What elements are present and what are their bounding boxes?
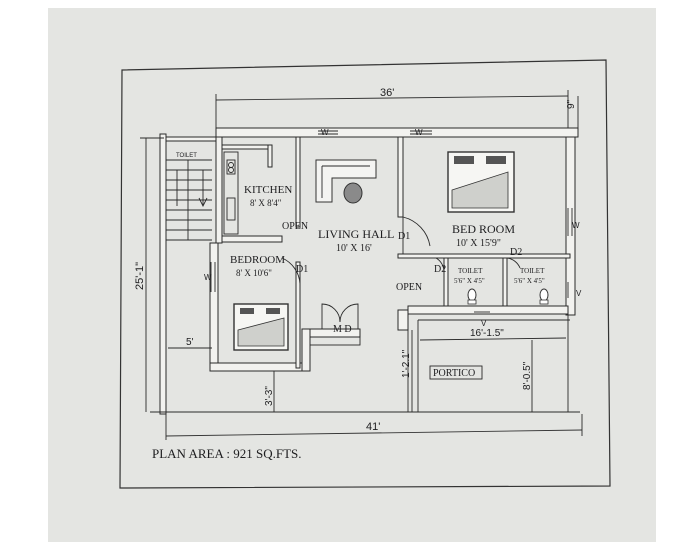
toilet1-size: 5'6" X 4'5" — [454, 277, 485, 285]
open-kitchen-label: OPEN — [282, 221, 308, 232]
sofa-set — [315, 159, 377, 204]
door-d1-bedroom-small: D1 — [296, 264, 308, 275]
door-d1-bedroom-hall: D1 — [398, 231, 410, 242]
dimension-portico-depth: 8'-0.5" — [522, 361, 533, 390]
bed-room-size: 10' X 15'9" — [456, 238, 501, 249]
portico-label: PORTICO — [433, 368, 475, 379]
window-label-top-2: W — [415, 128, 423, 137]
door-d2-b: D2 — [510, 247, 522, 258]
window-label-left: W — [204, 273, 212, 282]
toilet2-size: 5'6" X 4'5" — [514, 277, 545, 285]
living-hall-name: LIVING HALL — [318, 227, 394, 241]
plan-area-label: PLAN AREA : 921 SQ.FTS. — [152, 446, 302, 461]
right-wall — [565, 136, 576, 316]
dimension-left-height: 25'-1" — [134, 262, 146, 290]
bed-room-name: BED ROOM — [452, 222, 515, 236]
bedroom-name: BEDROOM — [230, 254, 285, 266]
plot-boundary — [119, 59, 611, 489]
dimension-top-width: 36' — [380, 87, 394, 99]
door-d2-a: D2 — [434, 264, 446, 275]
dimension-line-bottom — [165, 429, 583, 437]
toilet2-name: TOILET — [520, 267, 545, 275]
portico-step — [309, 336, 361, 346]
dimension-total-width: 41' — [366, 421, 380, 433]
stair-toilet-label: TOILET — [176, 153, 197, 159]
dimension-top-offset: 9" — [566, 99, 577, 109]
dimension-portico-width: 16'-1.5" — [470, 328, 504, 339]
vent-label-bottom: V — [481, 319, 487, 328]
kitchen-size: 8' X 8'4" — [250, 198, 282, 208]
vent-label-right: V — [576, 289, 582, 298]
bed-small — [233, 303, 289, 351]
bed-master — [447, 151, 515, 213]
left-wall-stair — [159, 133, 167, 415]
bedroom-size: 8' X 10'6" — [236, 268, 272, 278]
dimension-line-top — [215, 95, 569, 101]
dimension-setback-left: 5' — [186, 337, 194, 348]
living-hall-size: 10' X 16' — [336, 243, 372, 254]
window-label-top-1: W — [321, 128, 329, 137]
window-label-right: W — [572, 221, 580, 230]
toilet1-name: TOILET — [458, 267, 483, 275]
main-door-label: M D — [333, 324, 352, 335]
kitchen-name: KITCHEN — [244, 184, 292, 196]
drawing-sheet — [48, 8, 656, 542]
open-living-label: OPEN — [396, 282, 422, 293]
top-wall — [215, 127, 579, 138]
tea-table — [343, 182, 363, 204]
dimension-setback-bottom: 3'-3" — [264, 386, 275, 406]
dimension-step: 1'-2.1" — [401, 349, 412, 378]
staircase — [166, 159, 212, 241]
